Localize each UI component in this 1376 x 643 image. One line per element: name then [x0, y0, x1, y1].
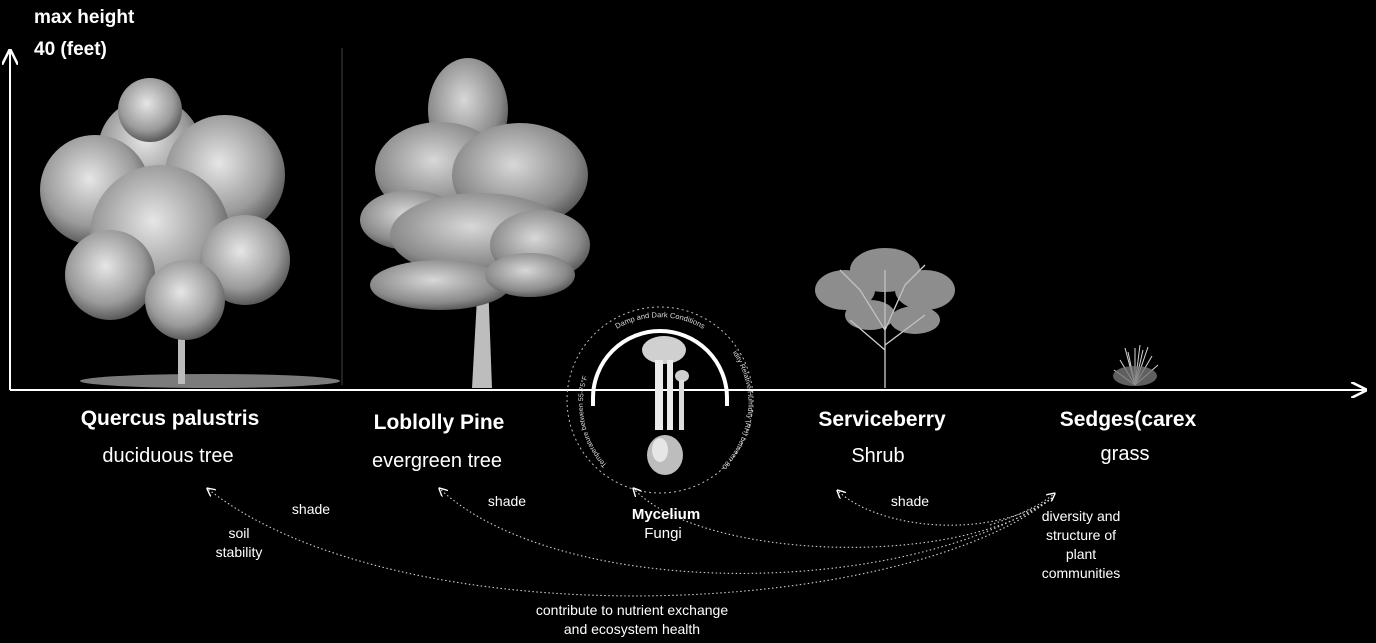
diversity-line3: plant — [1065, 546, 1097, 562]
soil-stability-line1: soil — [228, 525, 250, 541]
relationship-arrows — [208, 489, 1054, 597]
arrow-sedge-to-quercus — [208, 489, 1053, 597]
y-axis-title-line2: 40 (feet) — [34, 39, 107, 60]
fungi-type: Fungi — [644, 525, 682, 542]
shade-label-3: shade — [890, 493, 930, 509]
diversity-line2: structure of — [1045, 527, 1117, 543]
plant-name-pine: Loblolly Pine — [373, 411, 505, 434]
serviceberry-icon — [815, 248, 955, 388]
plant-name-quercus: Quercus palustris — [80, 407, 260, 430]
plant-name-serviceberry: Serviceberry — [818, 408, 946, 431]
habitat-arc — [591, 329, 729, 399]
quercus-tree-icon — [40, 78, 340, 388]
sedge-grass-icon — [1113, 344, 1159, 386]
nutrient-line1: contribute to nutrient exchange — [535, 602, 729, 618]
shade-label-2: shade — [487, 493, 527, 509]
loblolly-pine-icon — [360, 58, 590, 388]
arrow-sedge-to-mycelium — [634, 489, 1053, 548]
plant-type-pine: evergreen tree — [371, 450, 503, 472]
arrow-sedge-to-serviceberry — [838, 491, 1053, 526]
arrow-to-sedge — [989, 494, 1054, 526]
plant-type-serviceberry: Shrub — [851, 445, 905, 467]
soil-stability-line2: stability — [215, 544, 263, 560]
diversity-line1: diversity and — [1041, 508, 1121, 524]
arrow-sedge-to-pine — [440, 489, 1053, 574]
fungi-name: Mycelium — [631, 506, 701, 523]
shade-label-1: shade — [291, 501, 331, 517]
plant-name-sedges: Sedges(carex — [1059, 408, 1197, 431]
y-axis-title-line1: max height — [34, 7, 135, 28]
mushroom-icon — [642, 336, 689, 475]
diversity-line4: communities — [1041, 565, 1121, 581]
nutrient-line2: and ecosystem health — [563, 621, 701, 637]
plant-type-quercus: duciduous tree — [102, 445, 234, 467]
plant-type-sedges: grass — [1100, 443, 1150, 465]
